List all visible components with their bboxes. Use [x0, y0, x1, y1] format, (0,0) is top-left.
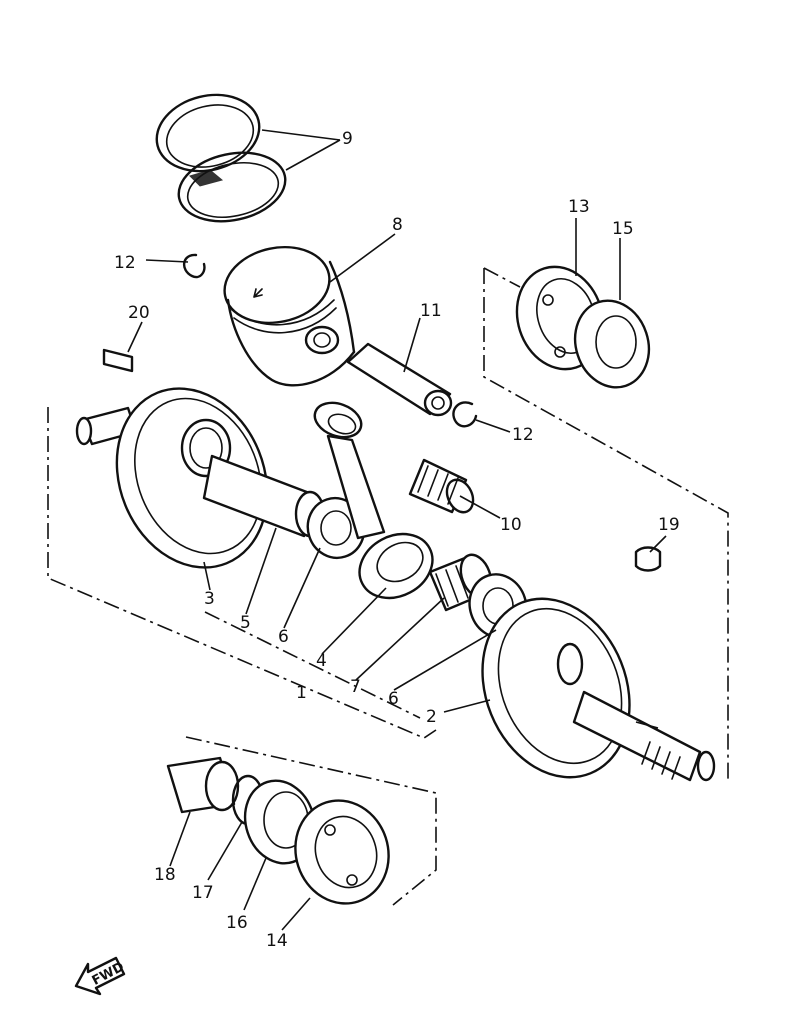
callout-13: 13	[568, 197, 590, 217]
callout-11: 11	[420, 301, 442, 321]
callout-numbers: 1 2 3 4 5 6 6 7 8 9 10 11 12 12 13 14 15…	[114, 129, 680, 951]
circlip-upper	[183, 253, 206, 279]
callout-3: 3	[204, 589, 215, 609]
woodruff-key-lower	[634, 546, 662, 572]
fwd-arrow-icon: FWD	[74, 956, 127, 996]
woodruff-key-upper	[102, 348, 134, 373]
leader-lines	[127, 129, 667, 931]
callout-6-upper: 6	[278, 627, 289, 647]
crankshaft-assembly-boundary	[47, 407, 437, 906]
callout-20: 20	[128, 303, 150, 323]
circlip-lower	[452, 401, 478, 428]
small-end-needle-bearing	[408, 458, 475, 514]
connecting-rod	[313, 401, 434, 600]
callout-18: 18	[154, 865, 176, 885]
callout-8: 8	[392, 215, 403, 235]
crank-left	[75, 387, 269, 569]
callout-1: 1	[296, 683, 307, 703]
callout-17: 17	[192, 883, 214, 903]
callout-9: 9	[342, 129, 353, 149]
main-bearing-left	[294, 799, 390, 905]
oil-seal-right	[573, 299, 651, 389]
callout-5: 5	[240, 613, 251, 633]
callout-6-lower: 6	[388, 689, 399, 709]
bearing-oil-seal-boundary	[483, 267, 729, 780]
callout-19: 19	[658, 515, 680, 535]
callout-2: 2	[426, 707, 437, 727]
callout-14: 14	[266, 931, 288, 951]
callout-16: 16	[226, 913, 248, 933]
piston	[223, 245, 356, 387]
callout-7: 7	[350, 677, 361, 697]
piston-pin	[346, 342, 453, 417]
crank-right	[481, 597, 716, 782]
callout-15: 15	[612, 219, 634, 239]
piston-rings	[155, 93, 287, 223]
callout-12-upper: 12	[114, 253, 136, 273]
callout-12-lower: 12	[512, 425, 534, 445]
callout-4: 4	[316, 651, 327, 671]
callout-10: 10	[500, 515, 522, 535]
collar	[166, 756, 240, 814]
